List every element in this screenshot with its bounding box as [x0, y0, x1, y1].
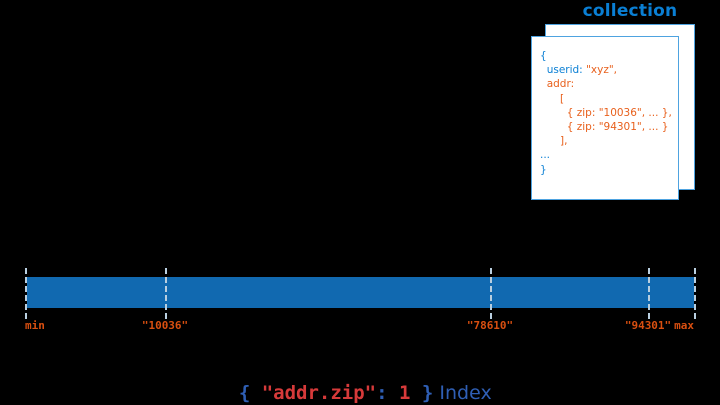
index-tick-mark	[490, 268, 492, 319]
index-tick-mark	[648, 268, 650, 319]
document-json-line: }	[540, 163, 674, 177]
document-json-body: { userid: "xyz", addr: [ { zip: "10036",…	[540, 49, 674, 177]
index-tick-mark	[165, 268, 167, 319]
index-caption: { "addr.zip": 1 } Index	[0, 360, 720, 405]
document-json-token: { zip: "94301", ... }	[566, 121, 669, 134]
document-json-token: }	[540, 163, 547, 176]
caption-close-brace: }	[410, 382, 434, 404]
caption-key: "addr.zip"	[261, 382, 377, 404]
document-json-line: { zip: "94301", ... }	[540, 120, 674, 134]
document-json-line: [	[540, 92, 674, 106]
collection-document-stack: { userid: "xyz", addr: [ { zip: "10036",…	[531, 24, 699, 204]
document-json-token: [	[560, 92, 565, 105]
document-json-line: {	[540, 49, 674, 63]
index-tick-label: "94301"	[624, 319, 672, 332]
index-tick-mark	[694, 268, 696, 319]
document-json-line: ],	[540, 134, 674, 148]
caption-open-brace: {	[238, 382, 262, 404]
document-json-line: userid: "xyz",	[540, 63, 674, 77]
document-json-line: ...	[540, 148, 674, 162]
document-json-line: addr:	[540, 77, 674, 91]
index-tick-label: "78610"	[466, 319, 514, 332]
collection-title: collection	[582, 1, 678, 21]
document-json-token: {	[540, 50, 547, 62]
document-json-line: { zip: "10036", ... },	[540, 106, 674, 120]
document-json-token: userid:	[546, 64, 587, 77]
document-json-token: { zip: "10036", ... },	[566, 106, 672, 119]
document-json-token: addr:	[546, 78, 575, 91]
index-tick-label: "10036"	[141, 319, 189, 332]
caption-value: 1	[399, 382, 411, 404]
document-card-front: { userid: "xyz", addr: [ { zip: "10036",…	[531, 36, 679, 200]
index-tick-label: max	[674, 319, 694, 332]
index-tick-label: min	[25, 319, 45, 332]
document-json-token: "xyz",	[586, 64, 617, 77]
caption-suffix: Index	[433, 382, 492, 404]
caption-colon: :	[376, 382, 400, 404]
document-json-token: ...	[540, 149, 551, 162]
document-json-token: ],	[560, 135, 568, 148]
index-tick-mark	[25, 268, 27, 319]
index-range-bar	[27, 277, 694, 308]
